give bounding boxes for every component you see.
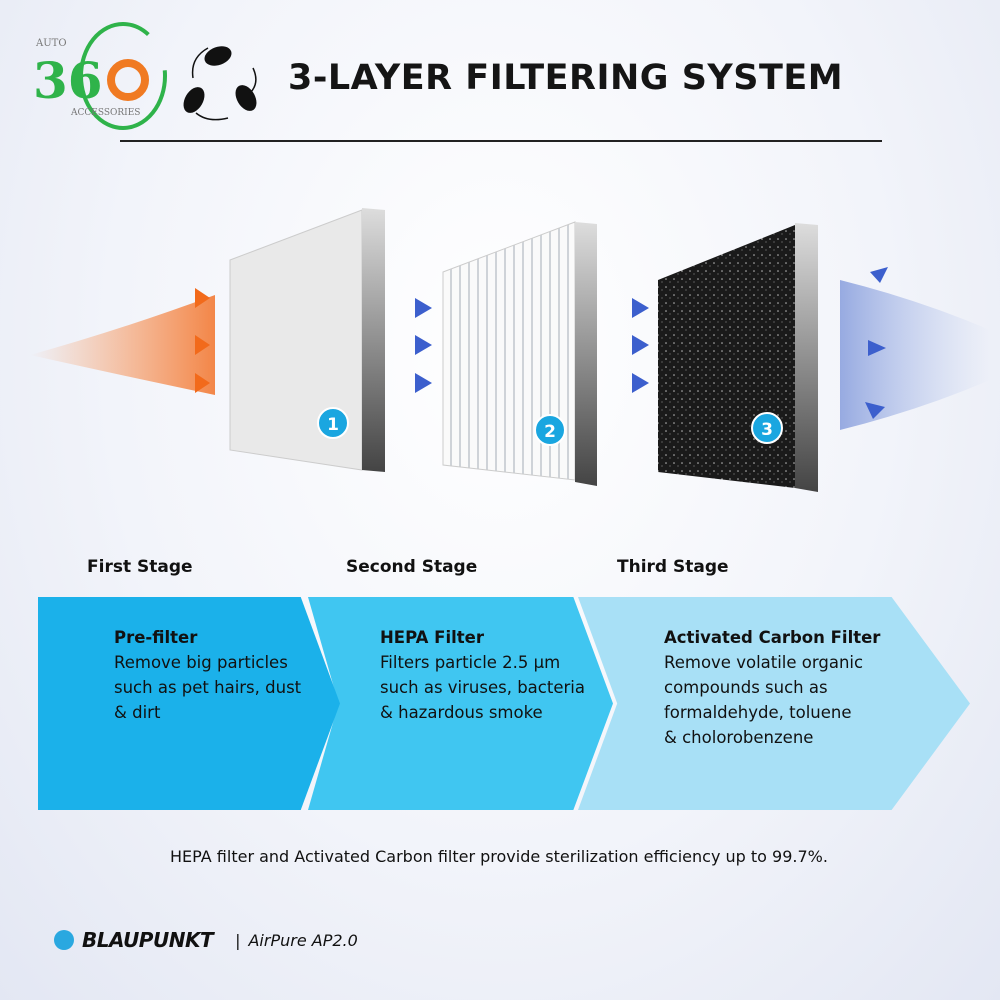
stage-line: Remove big particles xyxy=(114,653,288,672)
stage-line: compounds such as xyxy=(664,678,828,697)
stage-card-3: Activated Carbon Filter Remove volatile … xyxy=(578,597,970,810)
svg-text:3: 3 xyxy=(761,420,773,440)
brand-name: BLAUPUNKT xyxy=(82,928,214,952)
svg-text:AUTO: AUTO xyxy=(35,38,67,49)
badge-2 xyxy=(534,414,566,446)
svg-text:2: 2 xyxy=(544,422,556,442)
blue-arrows-2 xyxy=(632,298,649,393)
svg-text:1: 1 xyxy=(327,415,339,435)
stage-heading-3: Third Stage xyxy=(617,557,729,577)
stage-line: & hazardous smoke xyxy=(380,703,543,722)
orange-arrows xyxy=(195,288,210,393)
carbon-filter-panel xyxy=(658,225,795,488)
divider xyxy=(120,140,882,142)
recycle-leaf-icon xyxy=(183,46,257,121)
stage-line: & cholorobenzene xyxy=(664,728,814,747)
product-model: AirPure AP2.0 xyxy=(248,930,358,950)
stage-card-2: HEPA Filter Filters particle 2.5 µm such … xyxy=(308,597,613,810)
svg-text:ACCESSORIES: ACCESSORIES xyxy=(70,108,140,118)
svg-text:36: 36 xyxy=(33,51,103,110)
stage-line: such as viruses, bacteria xyxy=(380,678,585,697)
badge-1 xyxy=(317,407,349,439)
clean-air-arrows xyxy=(865,267,888,419)
brand-footer: BLAUPUNKT | AirPure AP2.0 xyxy=(54,928,358,952)
stage-line: such as pet hairs, dust xyxy=(114,678,302,697)
stage-name: Pre-filter xyxy=(114,628,198,647)
auto360-logo: AUTO 36 ACCESSORIES xyxy=(33,22,257,130)
efficiency-note: HEPA filter and Activated Carbon filter … xyxy=(170,847,828,866)
blue-arrows-1 xyxy=(415,298,432,393)
stage-line: Remove volatile organic xyxy=(664,653,864,672)
brand-separator: | xyxy=(235,930,241,950)
filter-diagram: 1 2 3 xyxy=(30,208,990,492)
brand-dot-icon xyxy=(54,930,74,950)
stage-line: & dirt xyxy=(114,703,161,722)
page-title: 3-LAYER FILTERING SYSTEM xyxy=(288,58,844,98)
stage-heading-1: First Stage xyxy=(87,557,193,577)
badge-3 xyxy=(751,412,783,444)
stage-card-1: Pre-filter Remove big particles such as p… xyxy=(38,597,340,810)
stage-name: HEPA Filter xyxy=(380,628,484,647)
stage-heading-2: Second Stage xyxy=(346,557,478,577)
stage-name: Activated Carbon Filter xyxy=(664,628,881,647)
stage-line: Filters particle 2.5 µm xyxy=(380,653,561,672)
stage-line: formaldehyde, toluene xyxy=(664,703,852,722)
clean-air-stream xyxy=(840,280,990,430)
dirty-air-stream xyxy=(30,295,215,395)
